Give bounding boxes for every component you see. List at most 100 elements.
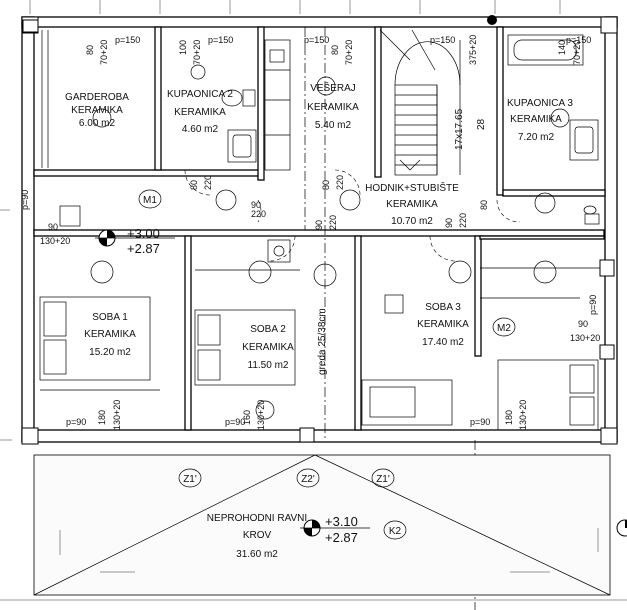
dim-label: p=150 xyxy=(208,35,233,45)
dim-label: p=150 xyxy=(566,35,591,45)
dim-label: 80 xyxy=(321,180,331,190)
dim-label: 160 xyxy=(242,410,252,425)
level-marker-upper xyxy=(95,229,175,247)
marker-z2: Z2' xyxy=(301,474,315,485)
dim-label: 140 xyxy=(557,40,567,55)
dim-label: 130+20 xyxy=(256,400,266,430)
dim-label: 220 xyxy=(203,175,213,190)
room-floor: KERAMIKA xyxy=(417,319,469,330)
dim-label: 130+20 xyxy=(570,333,600,343)
dim-label: 80 xyxy=(189,180,199,190)
dim-label: 80 xyxy=(330,45,340,55)
dim-label: 180 xyxy=(97,410,107,425)
room-name: KUPAONICA 3 xyxy=(507,98,573,109)
dim-label: p=150 xyxy=(430,35,455,45)
room-area: 11.50 m2 xyxy=(248,360,289,371)
dim-label: 130+20 xyxy=(112,400,122,430)
dim-label: 90 xyxy=(251,200,261,210)
dim-label: 220 xyxy=(328,215,338,230)
room-area: 31.60 m2 xyxy=(236,549,278,560)
room-label-soba-1: SOBA 1 KERAMIKA 15.20 m2 xyxy=(84,312,136,358)
room-area: 5.40 m2 xyxy=(315,120,352,131)
dim-label: p=150 xyxy=(115,35,140,45)
room-label-soba-3: SOBA 3 KERAMIKA 17.40 m2 xyxy=(417,302,469,348)
soba-1-bed xyxy=(39,205,160,391)
stair-steps: 17x17.65 xyxy=(454,108,465,150)
level-marker-roof xyxy=(300,519,370,537)
bathroom-2-fixtures xyxy=(221,89,257,163)
dim-label: 130+20 xyxy=(518,400,528,430)
room-area: 7.20 m2 xyxy=(518,132,555,143)
room-floor: KERAMIKA xyxy=(174,107,226,118)
level-lower: +2.87 xyxy=(127,241,160,256)
staircase xyxy=(379,29,461,176)
interior-walls xyxy=(33,26,606,431)
soba-3-furniture xyxy=(361,267,600,431)
dim-label: 90 xyxy=(314,220,324,230)
room-floor: KERAMIKA xyxy=(307,102,359,113)
dim-label: 220 xyxy=(458,213,468,228)
bathroom-3-fixtures xyxy=(507,34,600,225)
room-label-kupaonica-3: KUPAONICA 3 KERAMIKA 7.20 m2 xyxy=(507,98,573,143)
room-floor: KERAMIKA xyxy=(71,105,123,116)
laundry-fixtures xyxy=(264,39,291,171)
dim-label: 70+20 xyxy=(344,40,354,65)
marker-z1-right: Z1' xyxy=(376,474,390,485)
room-label-soba-2: SOBA 2 KERAMIKA 11.50 m2 xyxy=(242,324,294,371)
marker-k2: K2 xyxy=(389,526,402,537)
dim-label: p=90 xyxy=(20,190,30,210)
room-label-krov: NEPROHODNI RAVNI KROV 31.60 m2 xyxy=(207,513,307,560)
room-area: 4.60 m2 xyxy=(182,124,219,135)
room-name: KUPAONICA 2 xyxy=(167,89,233,100)
room-name: HODNIK+STUBIŠTE xyxy=(365,181,459,194)
level-upper: +3.00 xyxy=(127,226,160,241)
marker-m1: M1 xyxy=(143,195,157,206)
dimension-labels: 80 70+20 100 70+20 80 70+20 140 70+20 37… xyxy=(20,35,600,430)
room-area: 6.00 m2 xyxy=(79,118,116,129)
dim-label: 80 xyxy=(479,200,489,210)
dim-label: 180 xyxy=(504,410,514,425)
room-name: NEPROHODNI RAVNI xyxy=(207,513,307,524)
room-floor: KERAMIKA xyxy=(386,199,438,210)
dim-label: 220 xyxy=(335,175,345,190)
room-name: SOBA 1 xyxy=(92,312,128,323)
outer-walls xyxy=(21,16,618,445)
soba-2-bed xyxy=(194,239,300,386)
dim-label: 375+20 xyxy=(468,35,478,65)
dim-label: 130+20 xyxy=(40,236,70,246)
room-area: 15.20 m2 xyxy=(89,347,131,358)
dim-label: 80 xyxy=(85,45,95,55)
room-name: VEŠERAJ xyxy=(310,81,356,94)
roof-level-upper: +3.10 xyxy=(325,514,358,529)
room-name: SOBA 2 xyxy=(250,324,286,335)
dim-label: 220 xyxy=(251,209,266,219)
dim-label: 70+20 xyxy=(572,40,582,65)
room-area: 10.70 m2 xyxy=(391,216,433,227)
room-label-kupaonica-2: KUPAONICA 2 KERAMIKA 4.60 m2 xyxy=(167,89,233,135)
room-name-2: KROV xyxy=(243,530,272,541)
marker-z1-left: Z1' xyxy=(183,474,197,485)
dim-label: p=90 xyxy=(470,417,490,427)
dim-label: 70+20 xyxy=(99,40,109,65)
room-name: SOBA 3 xyxy=(425,302,461,313)
dim-label: p=90 xyxy=(588,295,598,315)
edge-level-marker xyxy=(487,15,627,537)
room-label-veseraj: VEŠERAJ KERAMIKA 5.40 m2 xyxy=(307,81,359,131)
stair-width: 28 xyxy=(476,118,487,130)
room-label-garderoba: GARDEROBA KERAMIKA 6.00 m2 xyxy=(65,92,129,129)
dim-label: 90 xyxy=(578,319,588,329)
dim-label: 100 xyxy=(178,40,188,55)
marker-circles xyxy=(138,189,516,540)
dim-label: p=150 xyxy=(304,35,329,45)
room-name: GARDEROBA xyxy=(65,92,129,103)
dim-label: 90 xyxy=(48,222,58,232)
room-area: 17.40 m2 xyxy=(422,337,464,348)
dim-label: p=90 xyxy=(66,417,86,427)
room-floor: KERAMIKA xyxy=(84,329,136,340)
roof-level-lower: +2.87 xyxy=(325,530,358,545)
room-label-hodnik: HODNIK+STUBIŠTE KERAMIKA 10.70 m2 xyxy=(365,181,459,227)
garderoba-shelves xyxy=(41,30,49,168)
